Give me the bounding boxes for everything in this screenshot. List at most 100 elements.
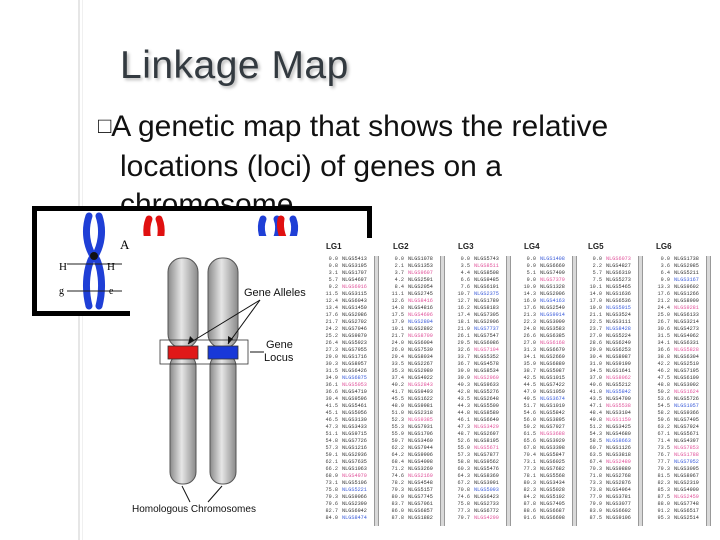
- blue-chromosome-icon: [82, 212, 106, 310]
- locus-box: [159, 339, 249, 365]
- lg-bar-6: [706, 256, 711, 526]
- bullet-box-icon: □: [98, 113, 112, 138]
- lg-bar-1: [374, 256, 379, 526]
- label-a: A: [120, 237, 130, 252]
- lg-bar-2: [440, 256, 445, 526]
- bullet-line-2: locations (loci) of genes on a: [120, 150, 502, 183]
- homologous-figure: Gene Alleles Gene Locus Homologous Chrom…: [130, 236, 326, 526]
- homologous-diagram: Gene Alleles Gene Locus Homologous Chrom…: [132, 257, 306, 515]
- label-left-h: H: [59, 261, 67, 273]
- lg-bar-5: [638, 256, 643, 526]
- lg-header-4: LG4: [524, 242, 540, 251]
- lg-header-2: LG2: [393, 242, 409, 251]
